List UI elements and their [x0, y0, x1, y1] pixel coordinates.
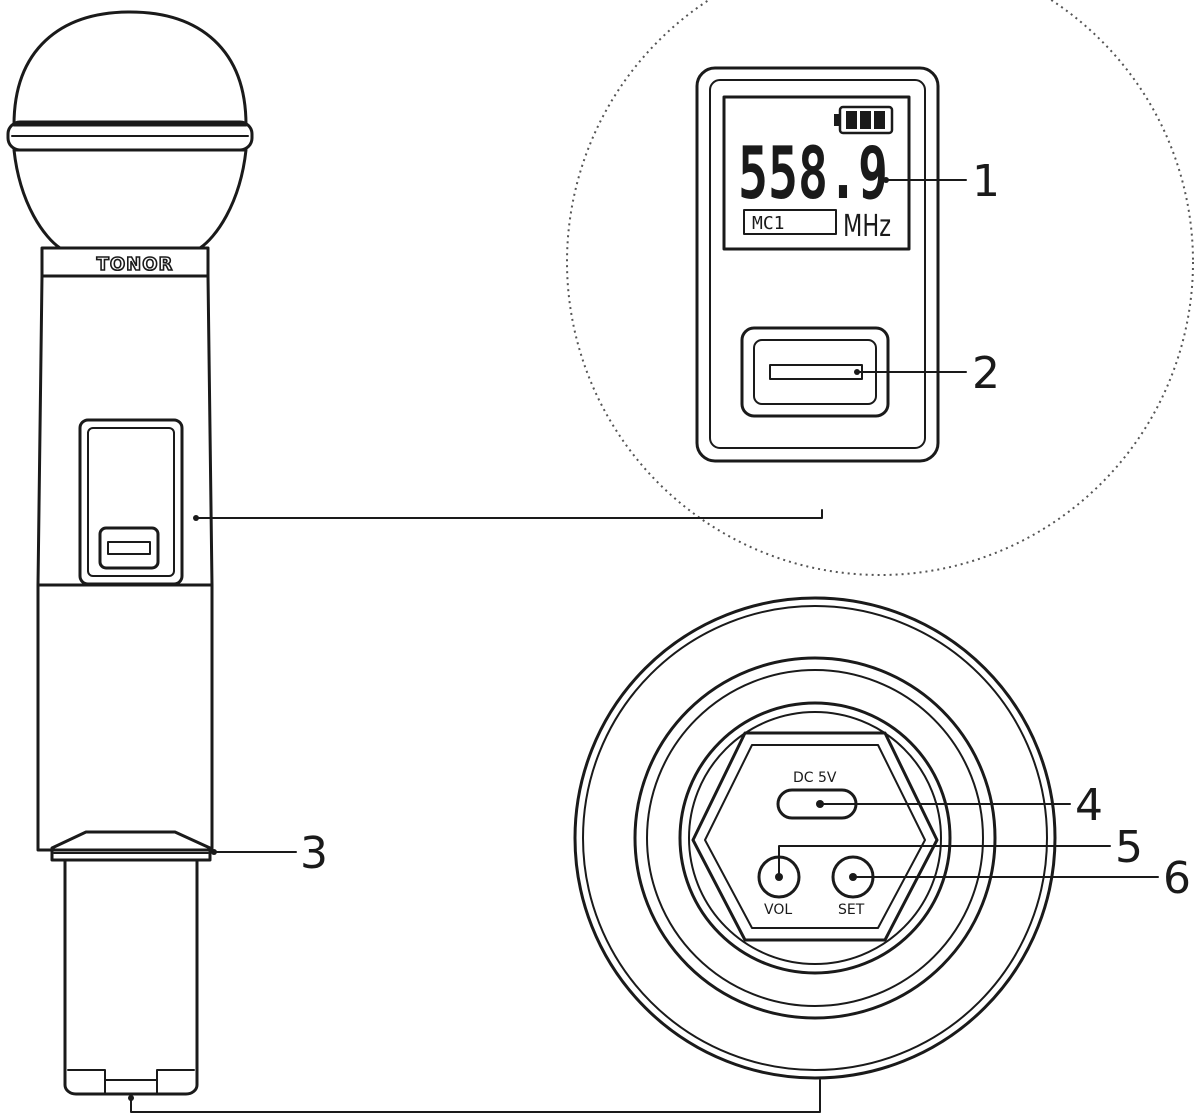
callout-6: 6 — [1163, 853, 1191, 904]
grille-lower — [12, 148, 248, 250]
lcd-zoom: 558.9 MC1 MHz 1 2 — [193, 0, 1194, 576]
mic-body-upper — [36, 274, 214, 587]
callout-4: 4 — [1075, 780, 1103, 831]
cap-ring — [50, 830, 212, 862]
lcd-device-frame — [695, 66, 940, 463]
zoom-circle — [566, 0, 1194, 576]
vol-label: VOL — [764, 902, 792, 918]
bottom-outer-ring — [573, 596, 1057, 1080]
microphone: TONOR — [6, 10, 254, 1096]
bottom-mid-ring — [633, 656, 997, 1020]
bottom-view: DC 5V VOL SET 4 5 6 — [128, 596, 1191, 1113]
power-button-slot — [769, 364, 863, 380]
mic-grille — [12, 10, 248, 127]
battery-cap — [63, 858, 199, 1096]
lcd-unit: MHz — [843, 209, 891, 244]
set-label: SET — [838, 902, 865, 918]
callout-3: 3 — [300, 828, 328, 879]
body-button — [98, 526, 160, 570]
callout-1: 1 — [972, 156, 1000, 207]
lcd-channel: MC1 — [752, 213, 785, 234]
mic-body-lower — [36, 583, 214, 852]
hex-recess — [691, 731, 939, 942]
channel-box — [743, 209, 837, 235]
body-display-window — [78, 418, 184, 586]
lcd-screen — [722, 95, 911, 251]
brand-logo: TONOR — [97, 254, 174, 275]
battery-icon — [834, 105, 894, 135]
lcd-frequency: 558.9 — [738, 131, 888, 215]
callout-2: 2 — [972, 348, 1000, 399]
callout-5: 5 — [1115, 822, 1143, 873]
bottom-inner-ring — [678, 701, 952, 975]
dc-label: DC 5V — [793, 770, 837, 786]
